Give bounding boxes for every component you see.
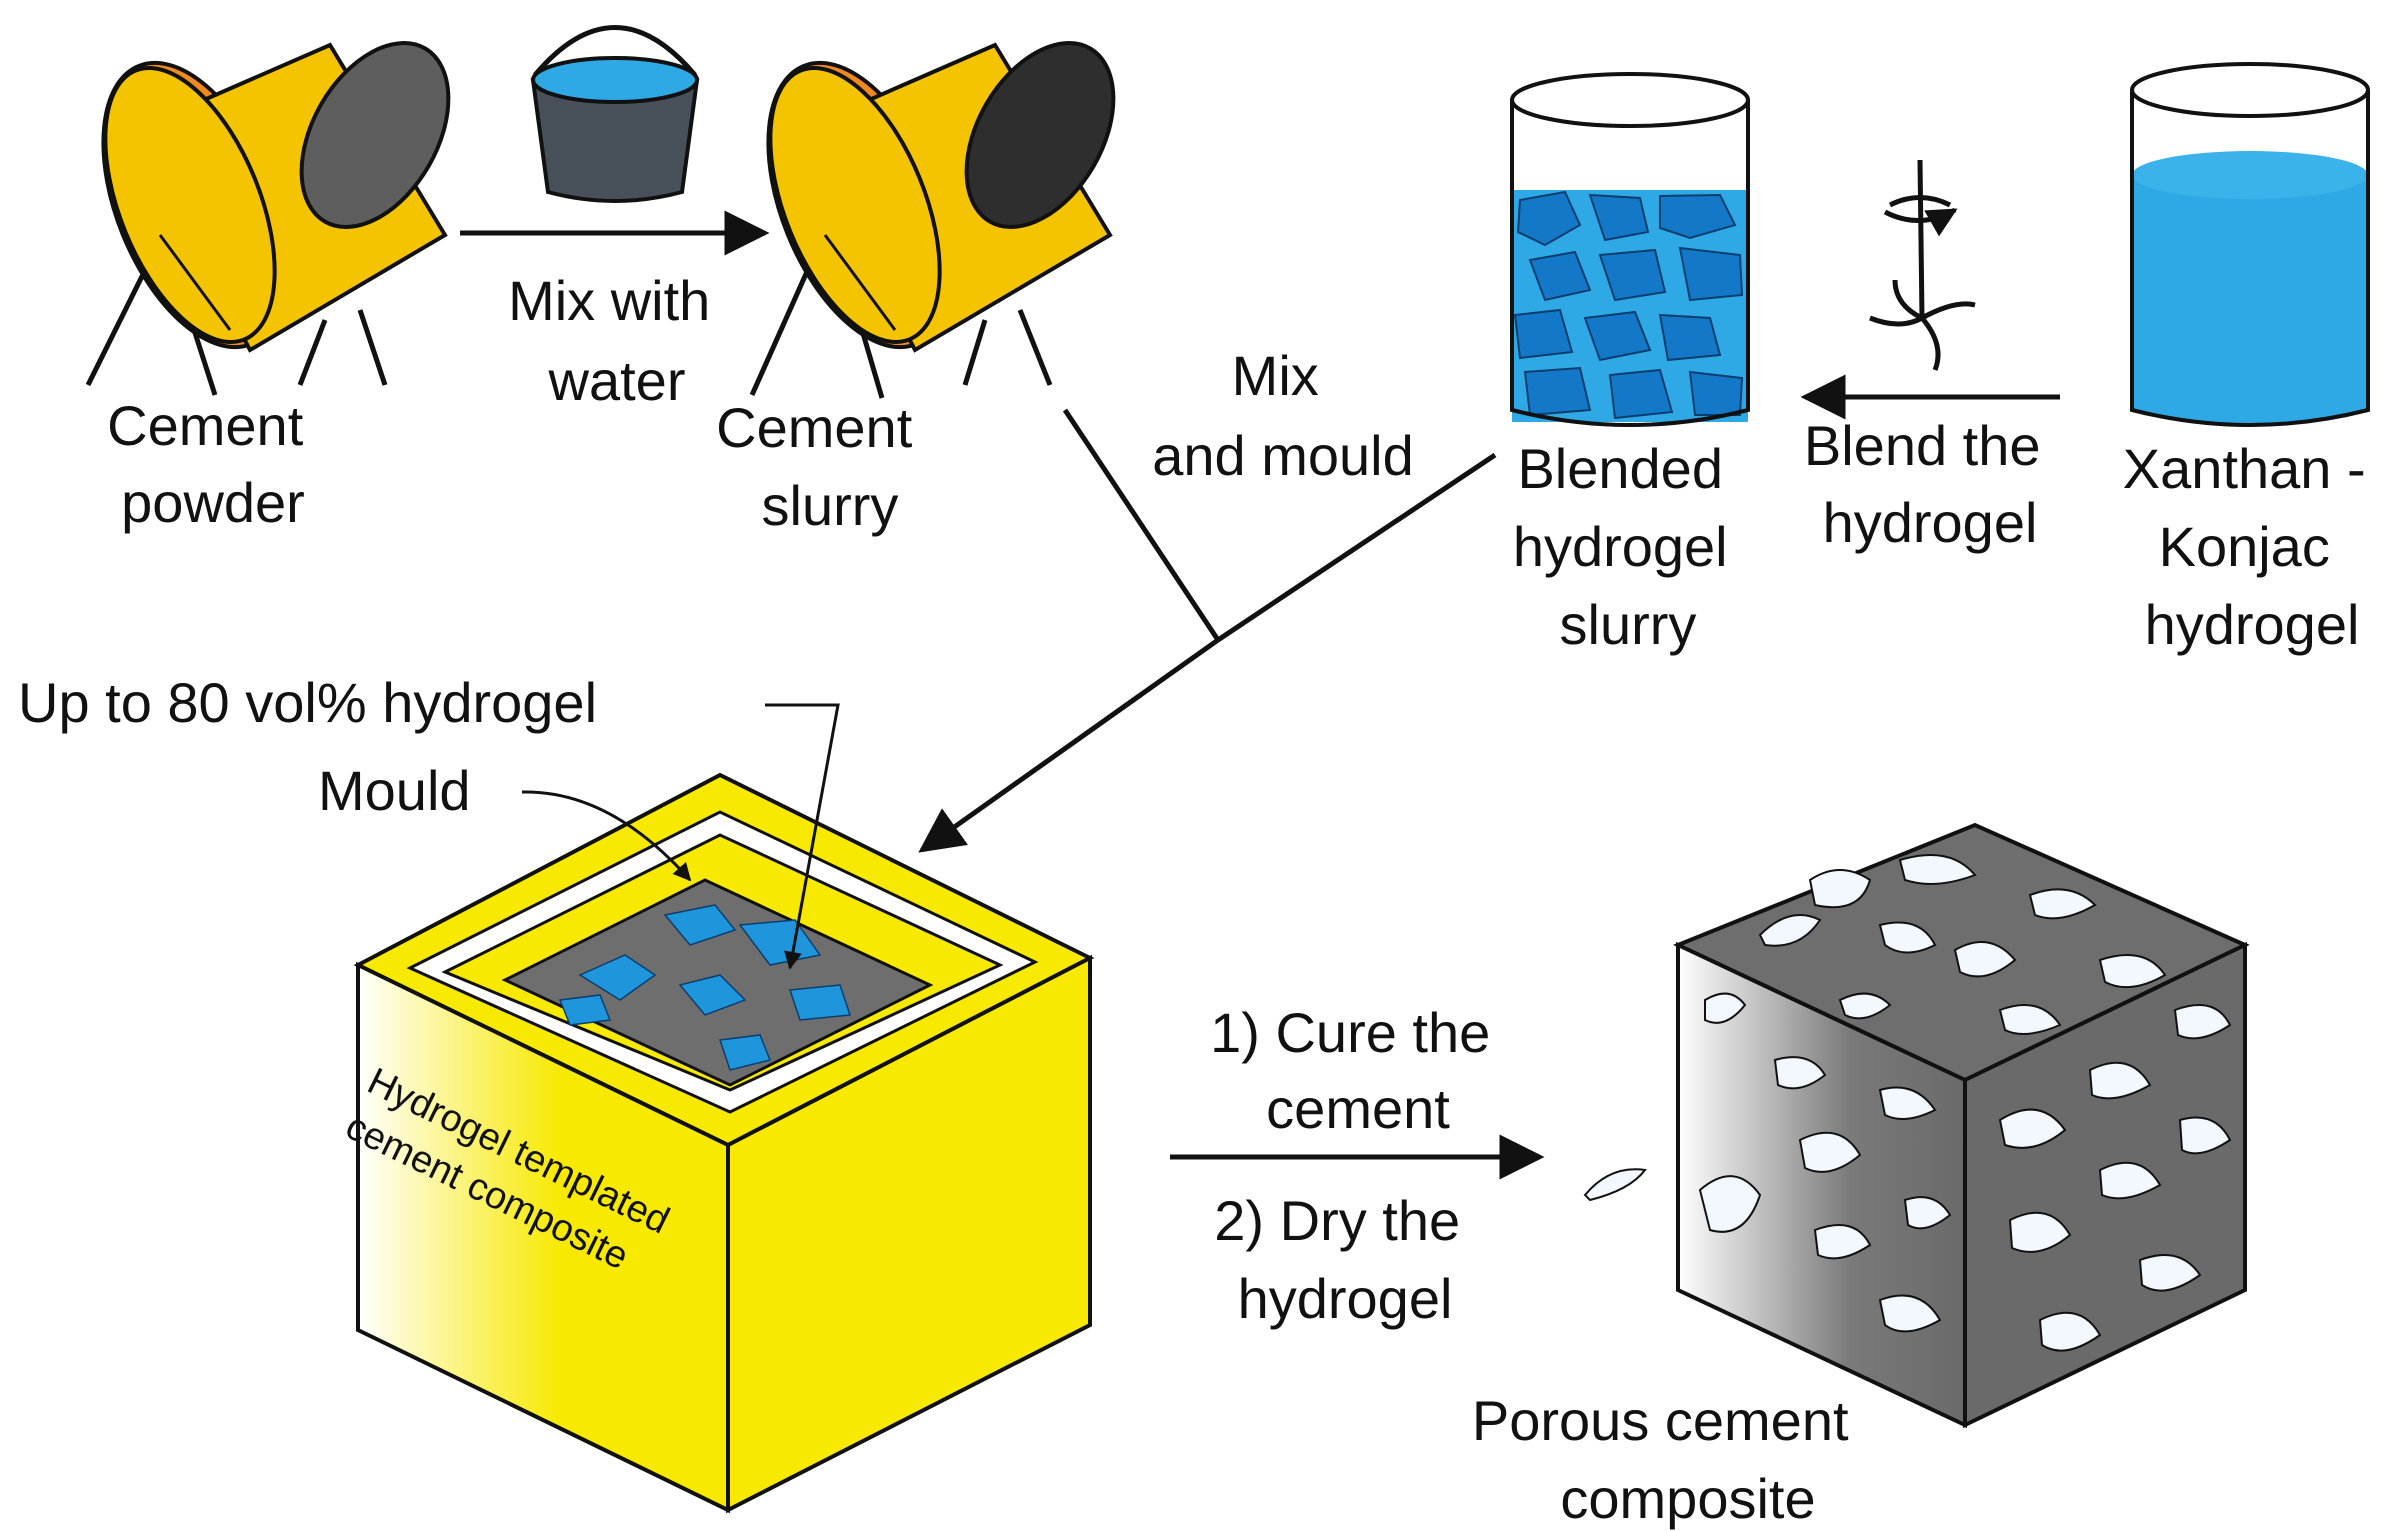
cement-mixer-icon — [85, 41, 451, 396]
porous-cement-composite-label: Porous cement composite — [1472, 1389, 1864, 1530]
loose-pore-fragment — [1583, 1168, 1647, 1202]
xanthan-konjac-hydrogel-label: Xanthan - Konjac hydrogel — [2123, 437, 2381, 656]
water-bucket-icon — [530, 25, 700, 203]
up-to-80-vol-hydrogel-label: Up to 80 vol% hydrogel — [18, 671, 597, 734]
mould-box-icon — [353, 772, 1095, 1514]
stirrer-icon — [1869, 159, 1976, 371]
blended-hydrogel-slurry-label: Blended hydrogel slurry — [1513, 437, 1743, 656]
mix-and-mould-label: Mix and mould — [1152, 344, 1414, 487]
porous-cube-icon — [1673, 822, 2250, 1429]
dry-the-hydrogel-label: 2) Dry the hydrogel — [1214, 1189, 1475, 1330]
mix-mould-branch-right — [1216, 452, 1497, 643]
cement-slurry-label: Cement slurry — [716, 396, 928, 537]
cement-powder-label: Cement powder — [107, 394, 319, 534]
blend-the-hydrogel-label: Blend the hydrogel — [1804, 414, 2056, 554]
up-to-80-leader-line — [765, 703, 840, 970]
mould-leader-line — [521, 790, 692, 882]
mix-with-water-label: Mix with water — [508, 269, 726, 412]
cure-the-cement-label: 1) Cure the cement — [1210, 1001, 1506, 1140]
mix-mould-branch-left — [1062, 408, 1221, 642]
mould-label: Mould — [318, 759, 471, 822]
beaker-icon — [2130, 62, 2370, 427]
cement-mixer-icon — [749, 41, 1116, 399]
mix-and-mould-arrow — [918, 637, 1220, 853]
beaker-icon — [1510, 72, 1750, 427]
